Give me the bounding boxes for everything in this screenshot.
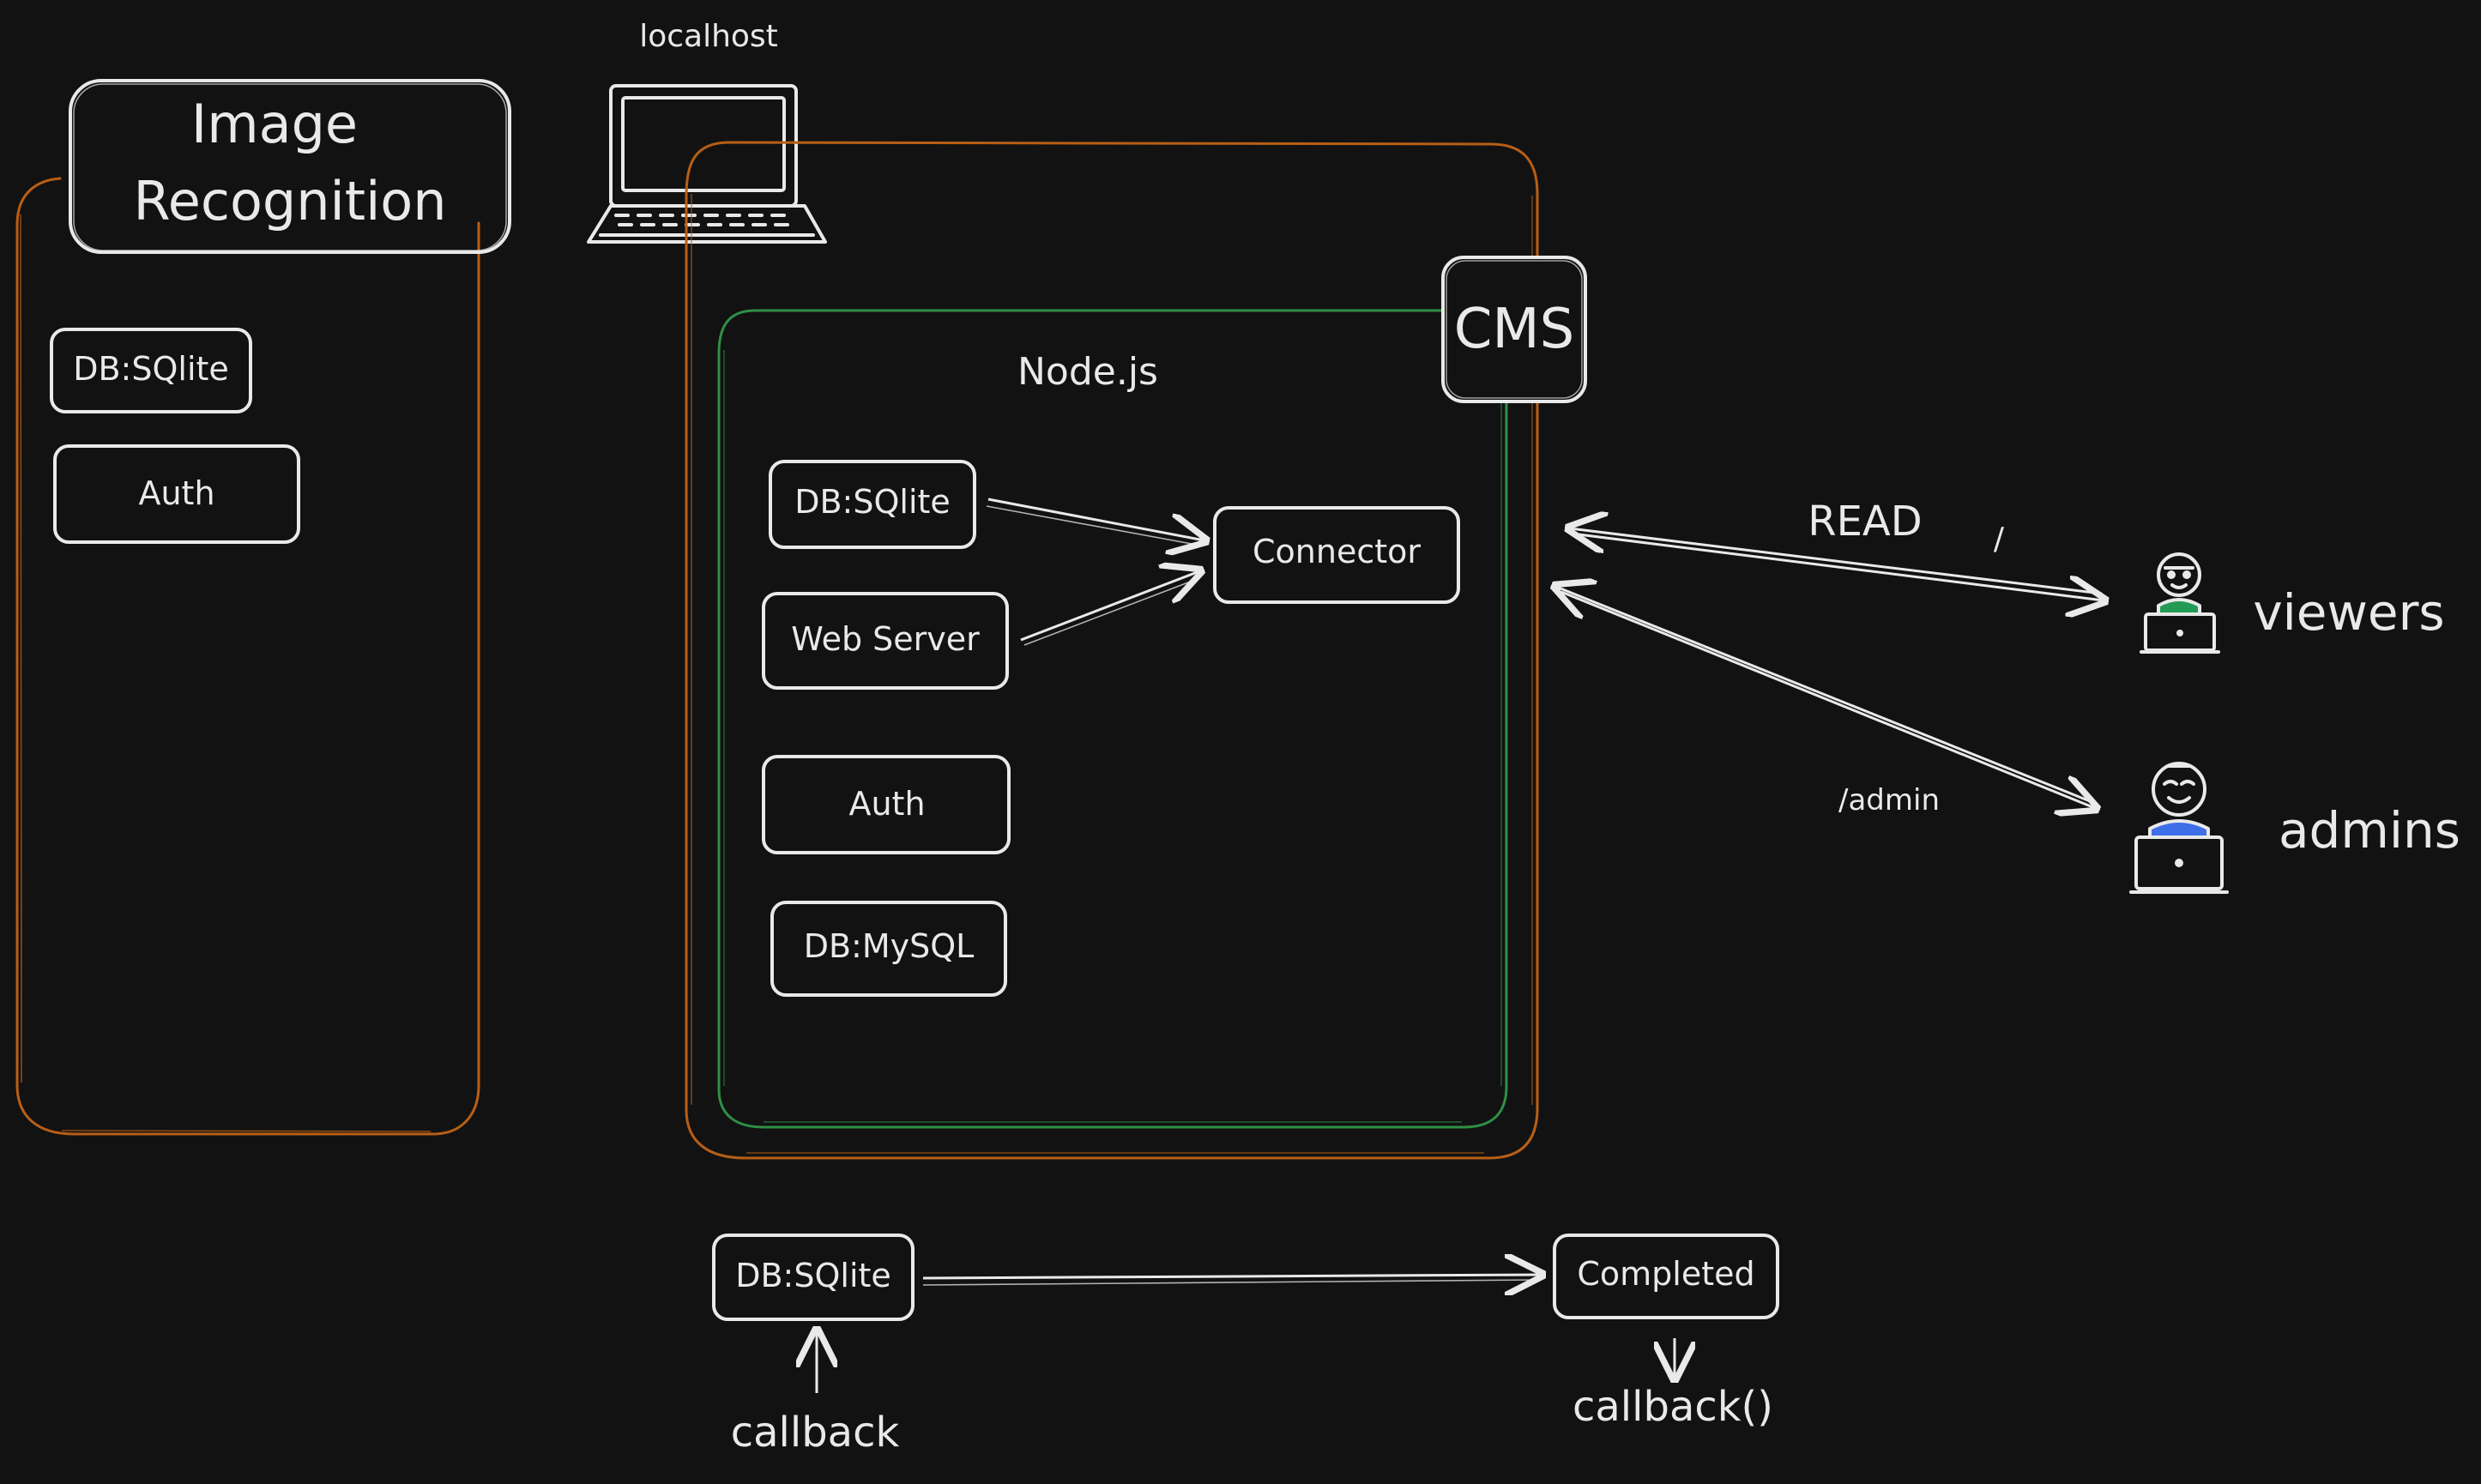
image-recognition-title-box-sketch	[73, 83, 507, 251]
viewer-user-icon	[2140, 552, 2220, 654]
admin-user-icon	[2129, 762, 2229, 894]
node-db-sqlite-box	[769, 460, 976, 549]
node-db-mysql-box	[770, 901, 1007, 997]
sqlite-to-completed-arrow	[922, 1275, 1541, 1278]
cms-to-viewers-arrow	[1571, 532, 2104, 600]
sqlite-to-completed-arrow-sketch	[922, 1279, 1540, 1286]
webserver-to-connector-arrow	[1020, 571, 1199, 642]
cms-container-sketch	[691, 194, 1533, 1154]
nodejs-container-sketch	[723, 350, 1502, 1123]
laptop-icon	[587, 84, 827, 244]
read-edge-label: READ	[1808, 498, 1922, 546]
viewers-to-cms-arrow	[1570, 528, 2103, 595]
left-db-sqlite-box	[50, 328, 252, 413]
image-recognition-title-line2: Recognition	[133, 170, 446, 232]
viewers-label: viewers	[2253, 583, 2444, 642]
completed-label: Completed	[1577, 1255, 1754, 1293]
node-web-server-box	[762, 592, 1009, 690]
cms-container	[685, 141, 1539, 1160]
webserver-to-connector-arrow-sketch	[1023, 577, 1200, 646]
connector-label: Connector	[1253, 533, 1421, 570]
bottom-db-sqlite-label: DB:SQlite	[735, 1257, 891, 1294]
image-recognition-title-line1: Image	[191, 93, 358, 155]
completed-box	[1553, 1234, 1779, 1319]
callback-function-label: callback()	[1573, 1383, 1773, 1431]
cms-label: CMS	[1454, 298, 1575, 361]
cms-to-admins-arrow	[1560, 590, 2095, 808]
nodejs-label: Node.js	[1017, 350, 1158, 394]
cms-badge	[1441, 256, 1587, 403]
cms-badge-sketch	[1446, 260, 1583, 399]
image-recognition-title-box	[69, 79, 511, 254]
admins-to-cms-arrow	[1556, 587, 2091, 803]
nodejs-container	[717, 309, 1508, 1129]
node-web-server-label: Web Server	[791, 620, 980, 658]
sqlite-to-connector-arrow-sketch	[986, 505, 1202, 546]
left-auth-box	[53, 444, 300, 544]
image-recognition-container-sketch	[20, 214, 432, 1132]
node-auth-label: Auth	[848, 785, 925, 823]
callback-label: callback	[731, 1409, 900, 1457]
admin-edge-label: /admin	[1838, 783, 1940, 817]
slash-edge-label: /	[1994, 522, 2005, 557]
sqlite-to-connector-arrow	[987, 498, 1204, 540]
connector-box	[1213, 506, 1460, 604]
node-db-mysql-label: DB:MySQL	[804, 927, 975, 965]
localhost-label: localhost	[639, 19, 778, 54]
admins-label: admins	[2279, 801, 2460, 860]
node-db-sqlite-label: DB:SQlite	[794, 483, 951, 521]
bottom-db-sqlite-box	[712, 1234, 915, 1321]
image-recognition-container	[15, 177, 480, 1136]
left-auth-label: Auth	[138, 474, 214, 512]
left-db-sqlite-label: DB:SQlite	[73, 350, 229, 388]
node-auth-box	[762, 755, 1011, 854]
